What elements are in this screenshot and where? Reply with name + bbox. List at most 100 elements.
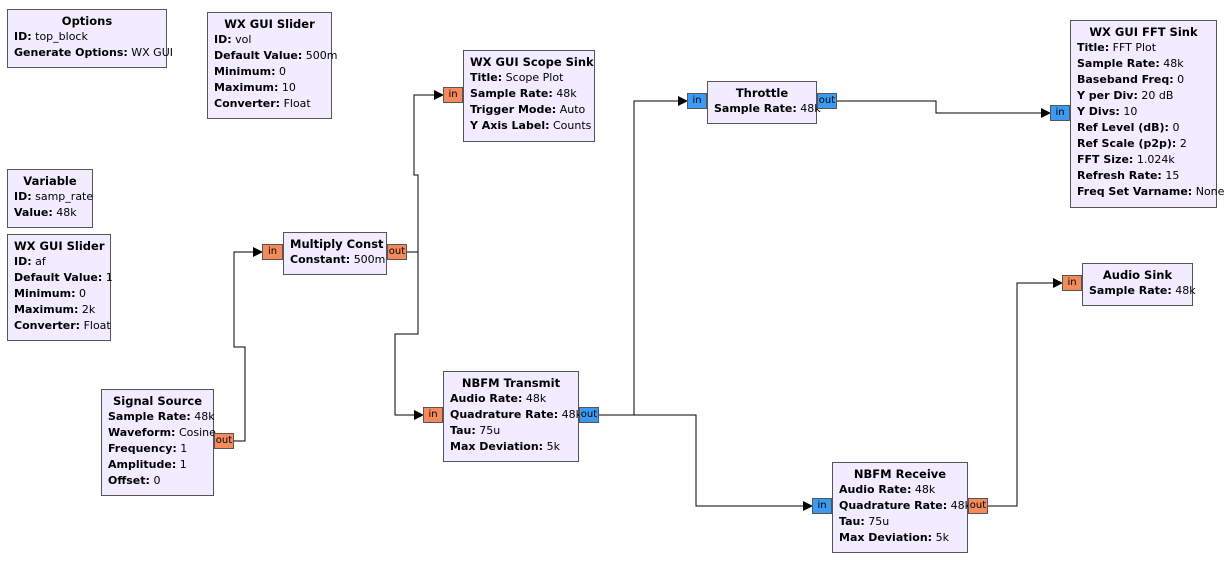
fft-sink-in-port[interactable]: in [1050,105,1070,121]
param-value: FFT Plot [1112,41,1157,54]
param-value: 500m [305,49,338,62]
param-key: Default Value: [14,271,103,284]
block-title: Options [61,14,113,28]
block-title: NBFM Receive [853,467,947,481]
block-param-row: Quadrature Rate: 48k [450,407,582,423]
block-param-row: Converter: Float [14,318,111,334]
param-value: 1 [179,458,187,471]
block-param-row: Max Deviation: 5k [839,530,961,546]
param-key: Quadrature Rate: [839,499,948,512]
param-key: Minimum: [14,287,76,300]
param-value: Auto [559,103,586,116]
param-key: Offset: [108,474,150,487]
wire-signal-source-to-multiply [233,247,263,442]
block-param-row: Offset: 0 [108,473,207,489]
multiply-const-in-port[interactable]: in [262,244,283,260]
param-key: Maximum: [14,303,79,316]
wire-nbfm-rx-to-audio-sink [987,278,1063,507]
block-title: Multiply Const [290,237,384,251]
param-key: Max Deviation: [450,440,544,453]
param-value: 48k [1175,284,1196,297]
param-value: 1 [180,442,188,455]
param-value: Float [83,319,111,332]
param-key: FFT Size: [1077,153,1134,166]
block-param-row: Frequency: 1 [108,441,207,457]
scope-sink-in-port[interactable]: in [443,87,463,103]
param-key: Constant: [290,253,351,266]
wire-nbfm-tx-to-throttle [598,96,688,416]
param-key: Y Divs: [1077,105,1120,118]
nbfm-receive-in-port[interactable]: in [812,498,832,514]
block-param-row: Audio Rate: 48k [450,391,572,407]
param-key: Tau: [450,424,476,437]
param-key: ID: [14,255,32,268]
param-key: ID: [14,190,32,203]
param-key: Sample Rate: [1089,284,1172,297]
block-param-row: ID: vol [214,32,325,48]
block-param-row: Freq Set Varname: None [1077,184,1224,200]
param-value: Float [283,97,311,110]
wire-throttle-to-fft [837,100,1051,118]
wire-multiply-to-scope [406,90,444,253]
block-param-row: Sample Rate: 48k [108,409,215,425]
param-key: Sample Rate: [714,102,797,115]
throttle-in-port[interactable]: in [687,93,707,109]
param-value: 1.024k [1136,153,1175,166]
param-key: Default Value: [214,49,303,62]
block-title: Variable [23,174,77,188]
nbfm-transmit-in-port[interactable]: in [423,407,443,423]
block-param-row: Amplitude: 1 [108,457,207,473]
audio-sink-in-port[interactable]: in [1062,275,1082,291]
param-key: Amplitude: [108,458,177,471]
block-param-row: Title: Scope Plot [470,70,588,86]
param-value: 20 dB [1141,89,1174,102]
param-value: 48k [194,410,215,423]
param-value: 5k [935,531,949,544]
param-value: None [1195,185,1225,198]
block-param-row: Minimum: 0 [214,64,325,80]
param-value: 0 [153,474,161,487]
param-value: 500m [353,253,386,266]
throttle-out-port[interactable]: out [817,93,837,109]
nbfm-receive-out-port[interactable]: out [968,498,988,514]
param-value: af [35,255,46,268]
param-key: Sample Rate: [108,410,191,423]
param-key: Sample Rate: [1077,57,1160,70]
block-param-row: Converter: Float [214,96,325,112]
block-param-row: Default Value: 500m [214,48,338,64]
param-key: Title: [1077,41,1110,54]
param-value: 15 [1165,169,1180,182]
param-key: Freq Set Varname: [1077,185,1193,198]
param-value: 48k [556,87,577,100]
multiply-const-out-port[interactable]: out [387,244,407,260]
block-title: WX GUI FFT Sink [1089,25,1198,39]
block-param-row: Maximum: 10 [214,80,325,96]
param-key: Y per Div: [1077,89,1138,102]
param-key: Maximum: [214,81,279,94]
param-value: 5k [546,440,560,453]
signal-source-out-port[interactable]: out [214,433,234,449]
param-key: Sample Rate: [470,87,553,100]
block-param-row: Baseband Freq: 0 [1077,72,1210,88]
param-key: Value: [14,206,53,219]
param-value: top_block [35,30,88,43]
param-key: Audio Rate: [839,483,912,496]
block-param-row: FFT Size: 1.024k [1077,152,1210,168]
param-value: 75u [479,424,501,437]
param-key: Converter: [14,319,81,332]
param-key: Minimum: [214,65,276,78]
param-key: Max Deviation: [839,531,933,544]
nbfm-transmit-out-port[interactable]: out [579,407,599,423]
